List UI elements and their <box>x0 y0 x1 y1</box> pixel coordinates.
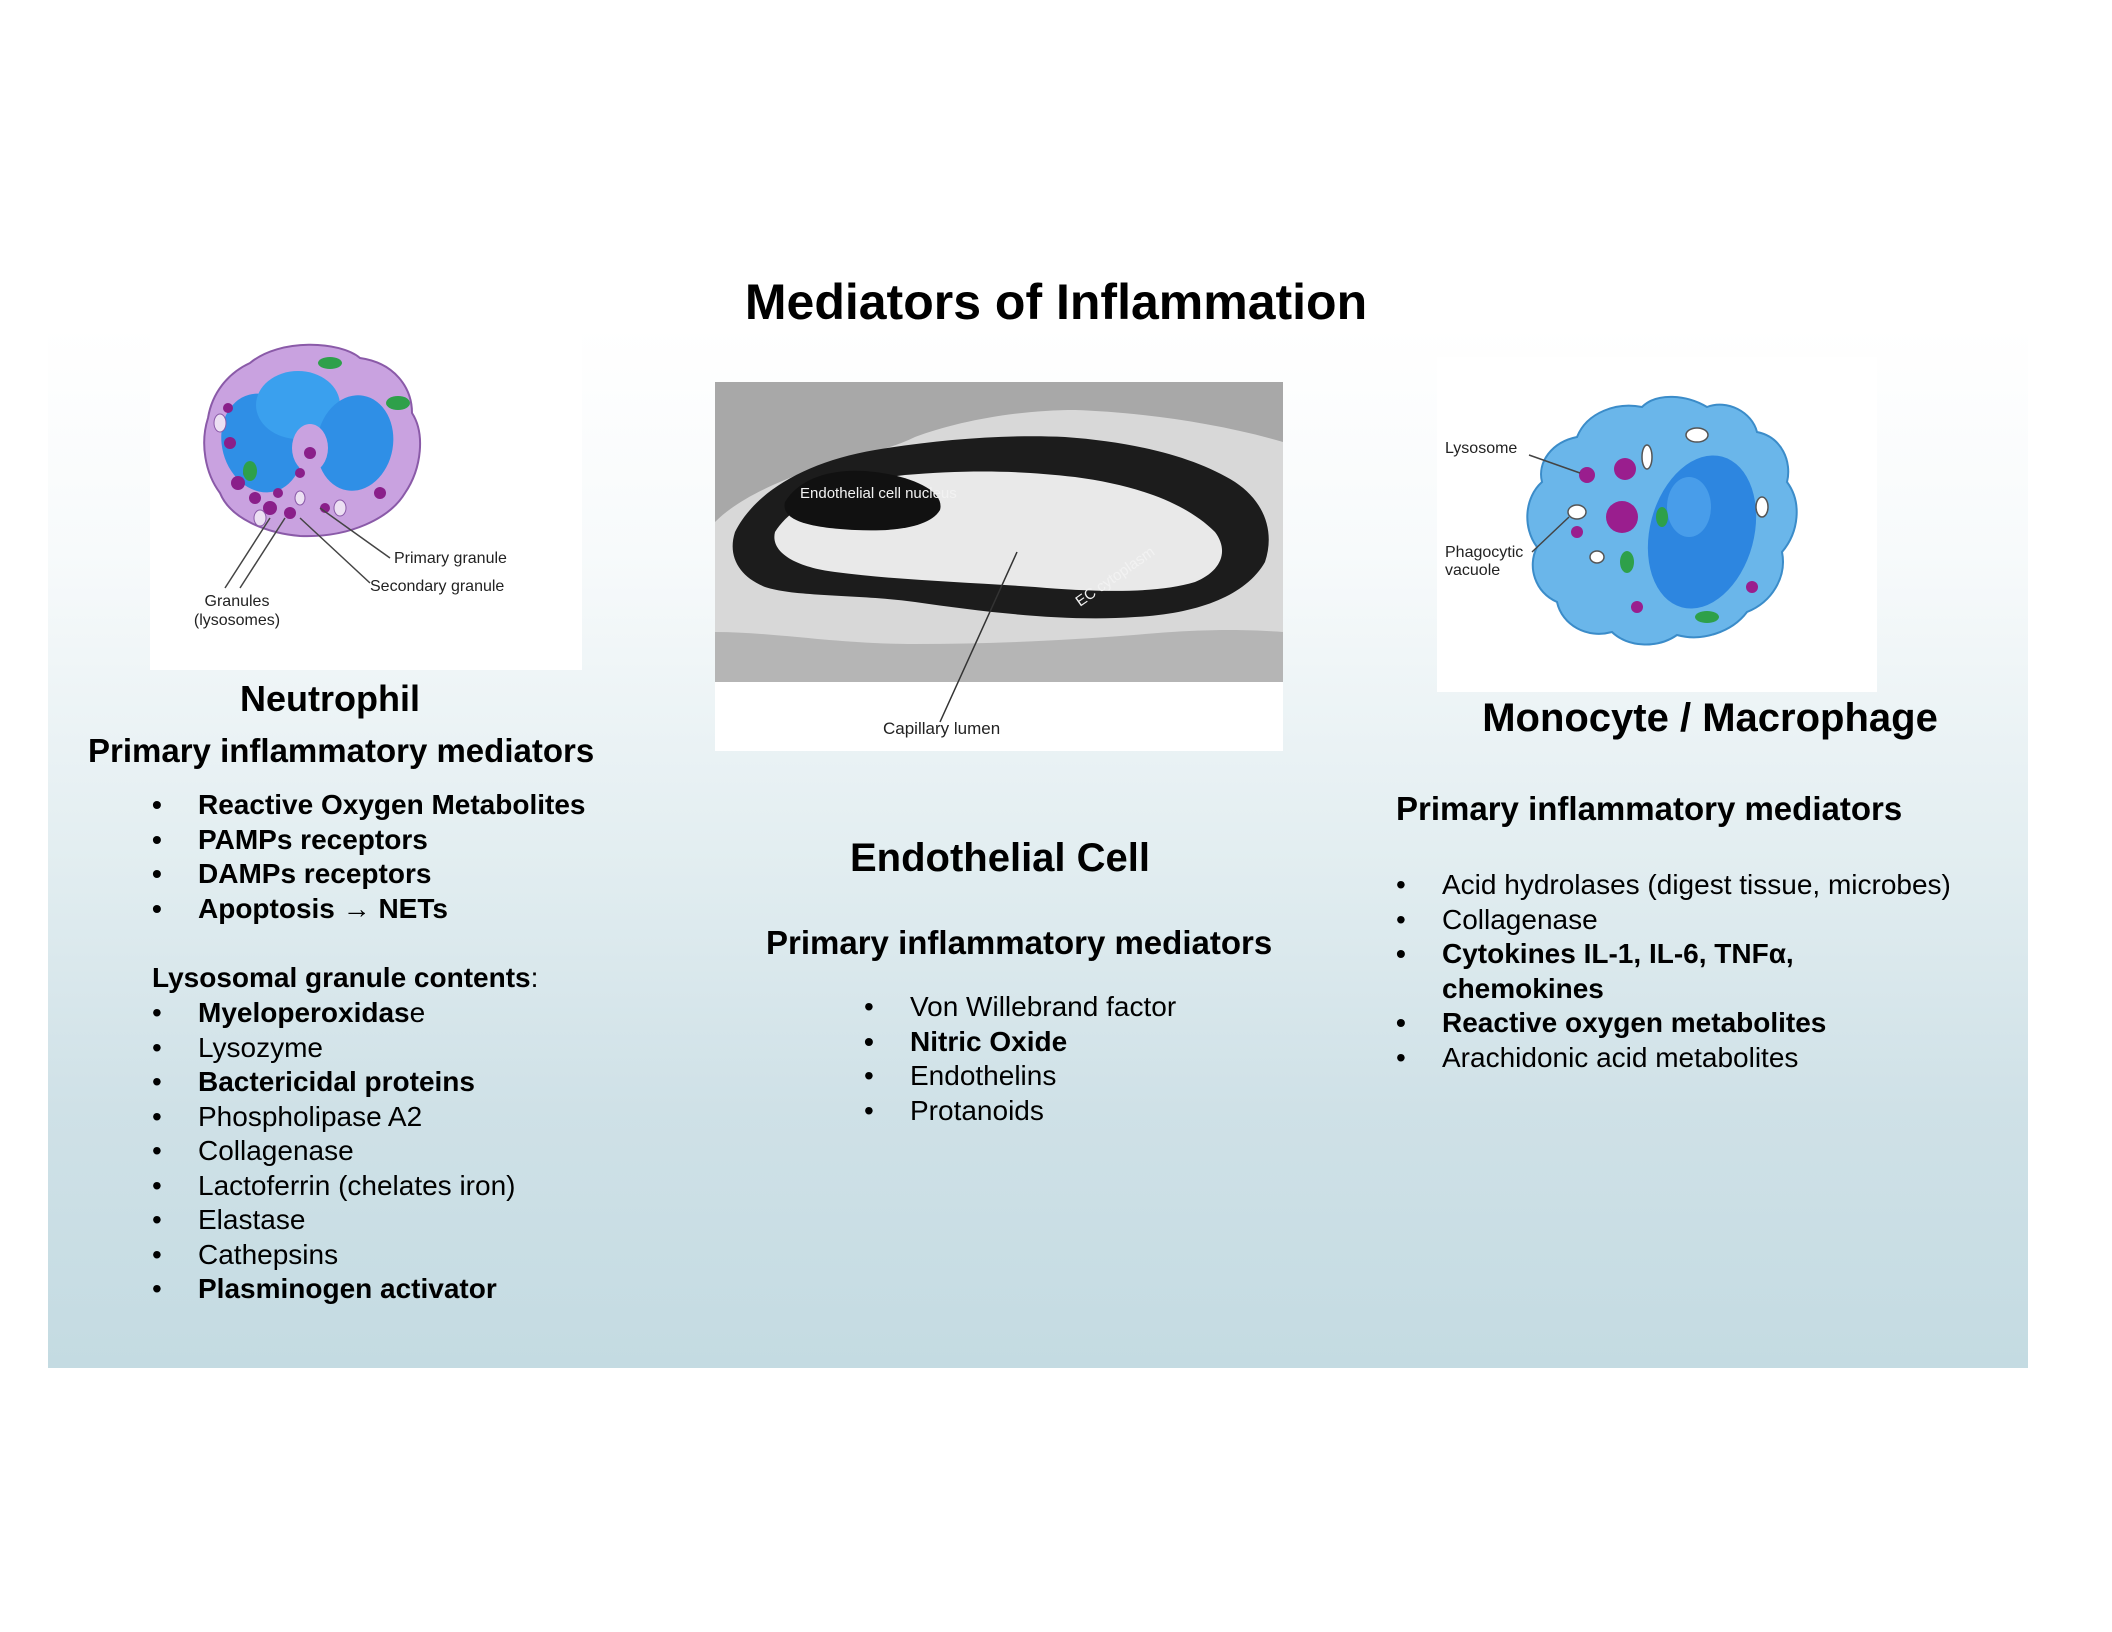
lysosomal-list: Myeloperoxidase Lysozyme Bactericidal pr… <box>152 996 652 1307</box>
macrophage-subtitle: Primary inflammatory mediators <box>1396 790 1903 827</box>
neutrophil-title: Neutrophil <box>240 678 420 719</box>
label-phagocytic: Phagocytic <box>1445 544 1523 561</box>
label-endothelial-nucleus: Endothelial cell nucleus <box>800 485 957 502</box>
list-item: Protanoids <box>864 1094 1284 1129</box>
neutrophil-mediator-list: Reactive Oxygen Metabolites PAMPs recept… <box>152 788 652 926</box>
list-item: Cytokines IL-1, IL-6, TNFα, chemokines <box>1396 937 1862 1006</box>
list-item: PAMPs receptors <box>152 823 652 858</box>
label-secondary-granule: Secondary granule <box>370 578 504 595</box>
list-item: Reactive oxygen metabolites <box>1396 1006 1996 1041</box>
list-item: Myeloperoxidase <box>152 996 652 1031</box>
endothelial-micrograph: Endothelial cell nucleus EC cytoplasm Ca… <box>715 382 1283 751</box>
endothelial-title: Endothelial Cell <box>849 836 1151 880</box>
macrophage-mediator-list: Acid hydrolases (digest tissue, microbes… <box>1396 868 1996 1075</box>
list-item: Collagenase <box>1396 903 1996 938</box>
label-capillary-lumen: Capillary lumen <box>883 719 1000 738</box>
list-item: Endothelins <box>864 1059 1284 1094</box>
label-granules: Granules <box>205 593 270 610</box>
endothelial-subtitle: Primary inflammatory mediators <box>766 924 1273 961</box>
label-primary-granule: Primary granule <box>394 550 507 567</box>
endothelial-mediator-list: Von Willebrand factor Nitric Oxide Endot… <box>864 990 1284 1128</box>
macrophage-image: Lysosome Phagocytic vacuole <box>1437 357 1877 692</box>
label-lysosomes: (lysosomes) <box>194 612 280 629</box>
lysosomal-heading: Lysosomal granule contents: <box>152 962 539 993</box>
list-item: Cathepsins <box>152 1238 652 1273</box>
arrow-icon: → <box>342 892 371 924</box>
list-item: Nitric Oxide <box>864 1025 1284 1060</box>
list-item: Lysozyme <box>152 1031 652 1066</box>
list-item: DAMPs receptors <box>152 857 652 892</box>
list-item: Reactive Oxygen Metabolites <box>152 788 652 823</box>
list-item: Phospholipase A2 <box>152 1100 652 1135</box>
list-item: Lactoferrin (chelates iron) <box>152 1169 652 1204</box>
list-item: Bactericidal proteins <box>152 1065 652 1100</box>
list-item: Acid hydrolases (digest tissue, microbes… <box>1396 868 1996 903</box>
list-item: Plasminogen activator <box>152 1272 652 1307</box>
list-item: Arachidonic acid metabolites <box>1396 1041 1996 1076</box>
list-item: Collagenase <box>152 1134 652 1169</box>
list-item: Elastase <box>152 1203 652 1238</box>
page-title: Mediators of Inflammation <box>744 274 1368 330</box>
label-vacuole: vacuole <box>1445 562 1500 579</box>
macrophage-title: Monocyte / Macrophage <box>1482 696 1938 740</box>
neutrophil-image: Primary granule Secondary granule Granul… <box>150 333 582 670</box>
list-item: Von Willebrand factor <box>864 990 1284 1025</box>
list-item: Apoptosis → NETs <box>152 892 652 927</box>
neutrophil-subtitle: Primary inflammatory mediators <box>88 732 595 769</box>
label-lysosome: Lysosome <box>1445 440 1517 457</box>
